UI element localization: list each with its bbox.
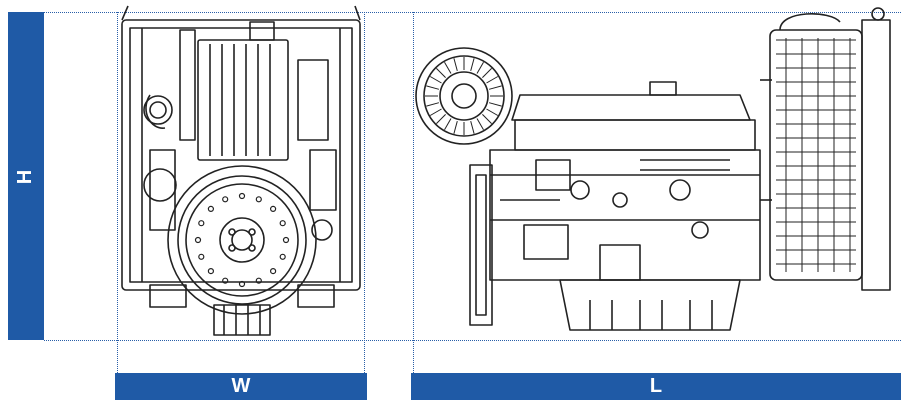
air-filter-rib [476, 118, 484, 131]
air-filter-rib [453, 58, 458, 72]
flywheel-bolt [270, 268, 277, 275]
flywheel-bolt [279, 220, 286, 227]
flywheel-bolt [194, 236, 202, 244]
flywheel-bolt [198, 253, 205, 260]
length-label-bar: L [411, 373, 901, 400]
flywheel-bolt [270, 205, 277, 212]
bottom-guide-line [44, 340, 901, 341]
air-filter-rib [476, 61, 484, 74]
width-label-bar: W [115, 373, 367, 400]
air-filter-rib [488, 102, 502, 107]
air-filter-rib [436, 68, 446, 78]
height-label-bar: H [8, 12, 44, 340]
air-filter-rib [444, 61, 452, 74]
air-filter-rib [426, 102, 440, 107]
air-filter-rib [488, 85, 502, 90]
flywheel-bolt [198, 220, 205, 227]
air-filter-rib [486, 108, 499, 116]
length-left-guide [413, 12, 414, 373]
flywheel-bolt [207, 268, 214, 275]
air-filter-rib [429, 76, 442, 84]
air-filter-rib [470, 120, 475, 134]
top-guide-line [44, 12, 901, 13]
air-filter-rib [470, 58, 475, 72]
flywheel-bolt [279, 253, 286, 260]
air-filter-rib [444, 118, 452, 131]
width-label: W [231, 375, 251, 397]
air-filter-rib [453, 120, 458, 134]
flywheel-bolt [207, 205, 214, 212]
air-filter-rib [429, 108, 442, 116]
flywheel-bolt [282, 236, 290, 244]
air-filter-rib [486, 76, 499, 84]
flywheel-bolt [238, 280, 246, 288]
flywheel-bolt [255, 196, 262, 203]
length-label: L [649, 375, 663, 397]
width-left-guide [117, 12, 118, 373]
air-filter-rib [482, 114, 492, 124]
flywheel-bolt [222, 277, 229, 284]
air-filter-rib [482, 68, 492, 78]
flywheel-bolt [255, 277, 262, 284]
air-filter-rib [436, 114, 446, 124]
width-right-guide [364, 12, 365, 373]
flywheel-bolt [238, 192, 246, 200]
air-filter-rib [426, 85, 440, 90]
flywheel-bolt [222, 196, 229, 203]
